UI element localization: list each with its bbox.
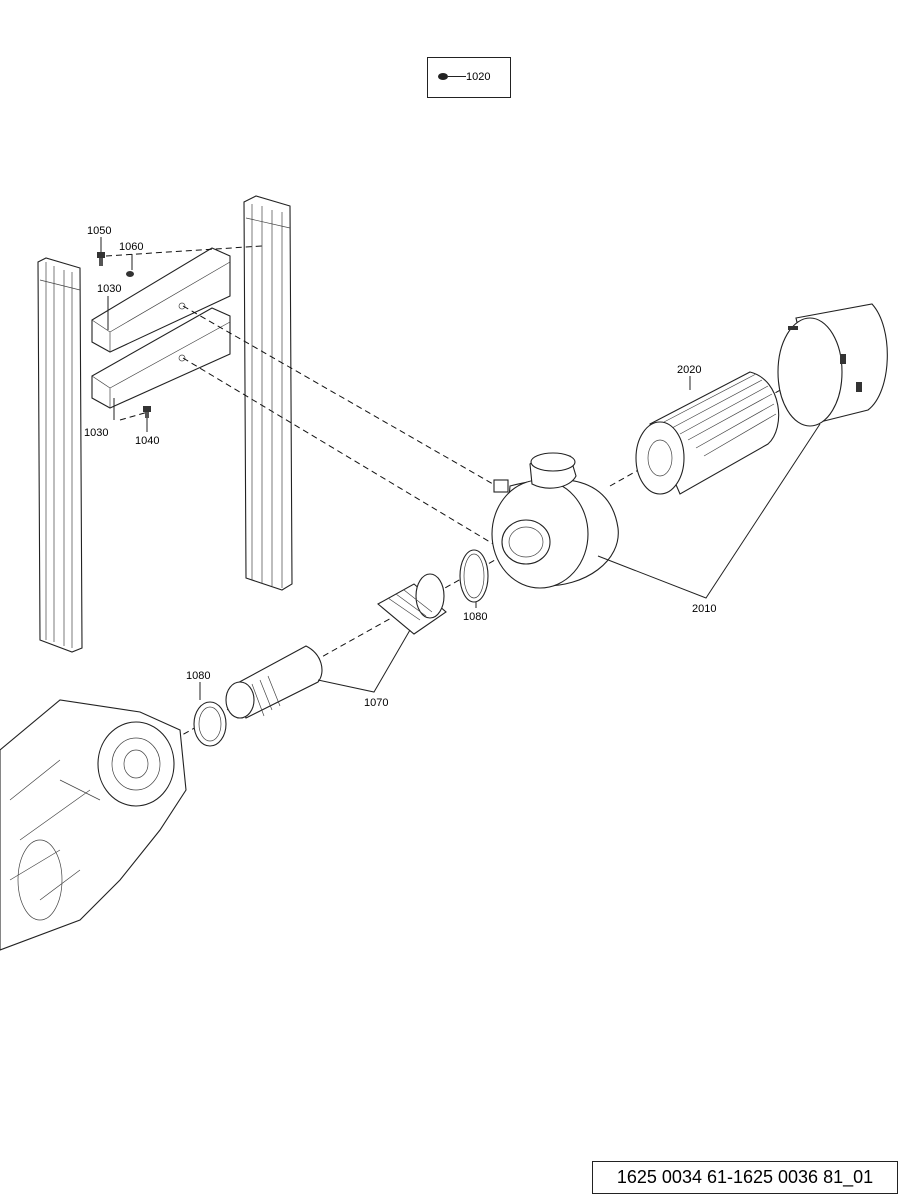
legend-box: 1020 bbox=[427, 57, 511, 98]
callout-1040: 1040 bbox=[135, 435, 159, 447]
callout-1060: 1060 bbox=[119, 241, 143, 253]
callout-1070: 1070 bbox=[364, 697, 388, 709]
callout-2010: 2010 bbox=[692, 603, 716, 615]
bracket-lower bbox=[91, 307, 231, 409]
drawing-number: 1625 0034 61-1625 0036 81_01 bbox=[592, 1161, 898, 1194]
housing-cover bbox=[777, 303, 888, 427]
callout-1080-upper: 1080 bbox=[463, 611, 487, 623]
callout-2020: 2020 bbox=[677, 364, 701, 376]
left-frame-rail bbox=[37, 257, 83, 653]
filter-element bbox=[635, 371, 780, 495]
clamp-ring-upper bbox=[459, 549, 489, 603]
callout-1030-upper: 1030 bbox=[97, 283, 121, 295]
compressor-body bbox=[0, 699, 187, 951]
washer-icon bbox=[438, 73, 448, 80]
washer-1060 bbox=[126, 271, 134, 277]
bolt-1040 bbox=[143, 406, 151, 418]
callout-1050: 1050 bbox=[87, 225, 111, 237]
callout-1030-lower: 1030 bbox=[84, 427, 108, 439]
clamp-ring-lower bbox=[193, 701, 227, 747]
air-filter-housing bbox=[491, 452, 619, 589]
right-frame-rail bbox=[243, 195, 293, 591]
bracket-upper bbox=[91, 247, 231, 353]
leader-lines bbox=[100, 237, 821, 700]
bolt-1050 bbox=[97, 252, 105, 266]
intake-hose-lower bbox=[225, 645, 323, 719]
intake-hose-upper bbox=[377, 573, 447, 635]
callout-1080-lower: 1080 bbox=[186, 670, 210, 682]
legend-leader-line bbox=[448, 76, 466, 77]
legend-part-number: 1020 bbox=[466, 71, 491, 83]
